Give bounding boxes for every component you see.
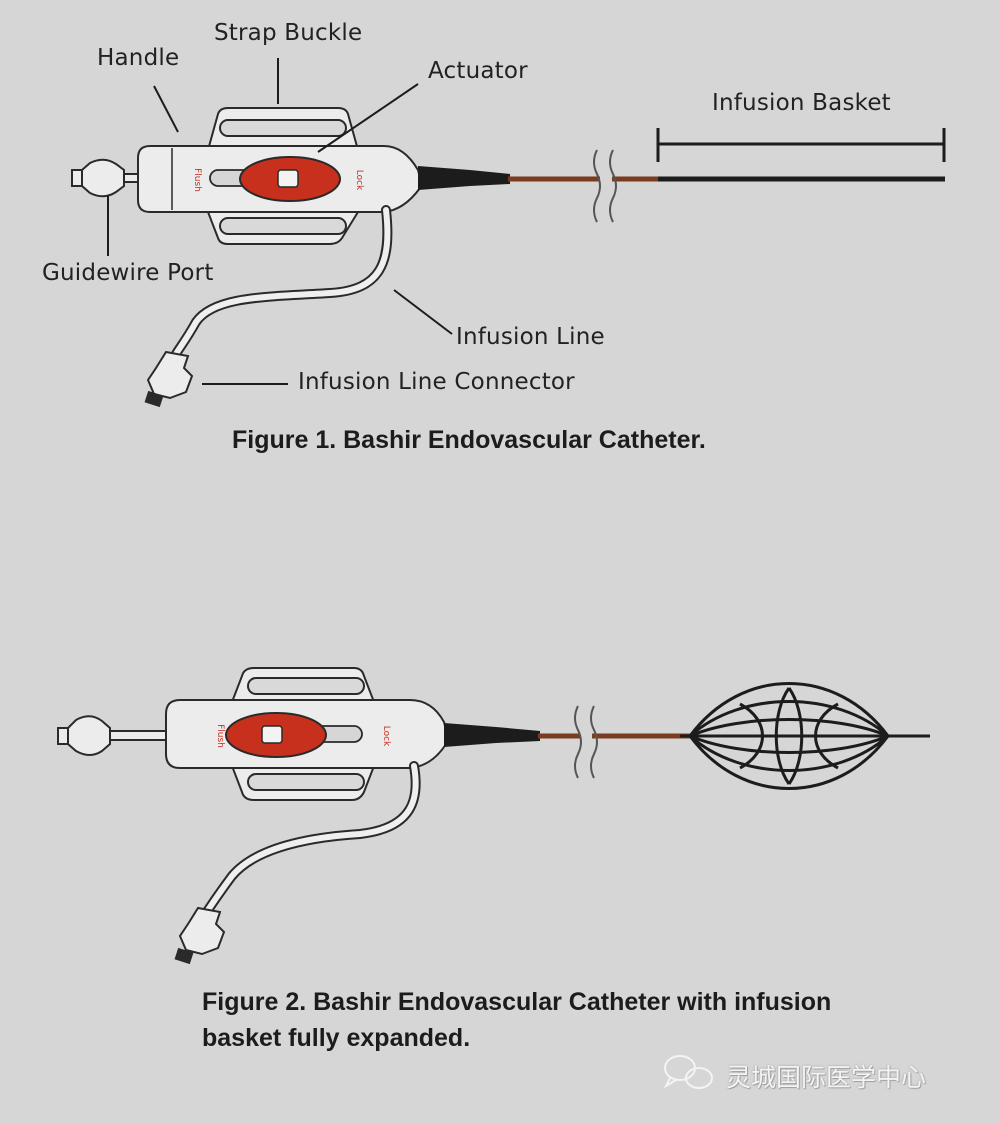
label-infusion-line-connector: Infusion Line Connector — [298, 369, 575, 395]
label-handle: Handle — [97, 45, 180, 71]
infusion-line-connector-fig2 — [174, 906, 226, 965]
svg-text:Lock: Lock — [381, 726, 391, 747]
label-infusion-basket: Infusion Basket — [712, 90, 891, 116]
label-strap-buckle: Strap Buckle — [214, 20, 363, 46]
label-actuator: Actuator — [428, 58, 528, 84]
watermark-text: 灵城国际医学中心 — [726, 1063, 927, 1092]
svg-text:Flush: Flush — [192, 168, 202, 192]
figure2-caption-line1: Figure 2. Bashir Endovascular Catheter w… — [202, 988, 832, 1016]
figure1-catheter: Flush Lock — [71, 58, 946, 408]
label-guidewire-port: Guidewire Port — [42, 260, 214, 286]
infusion-basket-bracket — [656, 128, 946, 162]
wechat-logo-icon — [663, 1055, 713, 1089]
figure2-caption-line2: basket fully expanded. — [202, 1024, 471, 1052]
actuator-fig2 — [225, 712, 327, 758]
label-infusion-line: Infusion Line — [456, 324, 605, 350]
infusion-line-fig1 — [171, 205, 393, 359]
guidewire-port-fig1 — [71, 158, 141, 198]
actuator-fig1 — [239, 156, 341, 202]
figure2-catheter: Flush Lock — [57, 667, 930, 965]
svg-text:Lock: Lock — [354, 170, 364, 191]
figure1-caption: Figure 1. Bashir Endovascular Catheter. — [232, 426, 706, 454]
guidewire-port-fig2 — [57, 715, 169, 756]
infusion-line-connector-fig1 — [144, 350, 194, 408]
infusion-basket-expanded — [680, 682, 930, 790]
infusion-line-fig2 — [203, 761, 421, 915]
svg-text:Flush: Flush — [215, 724, 225, 748]
